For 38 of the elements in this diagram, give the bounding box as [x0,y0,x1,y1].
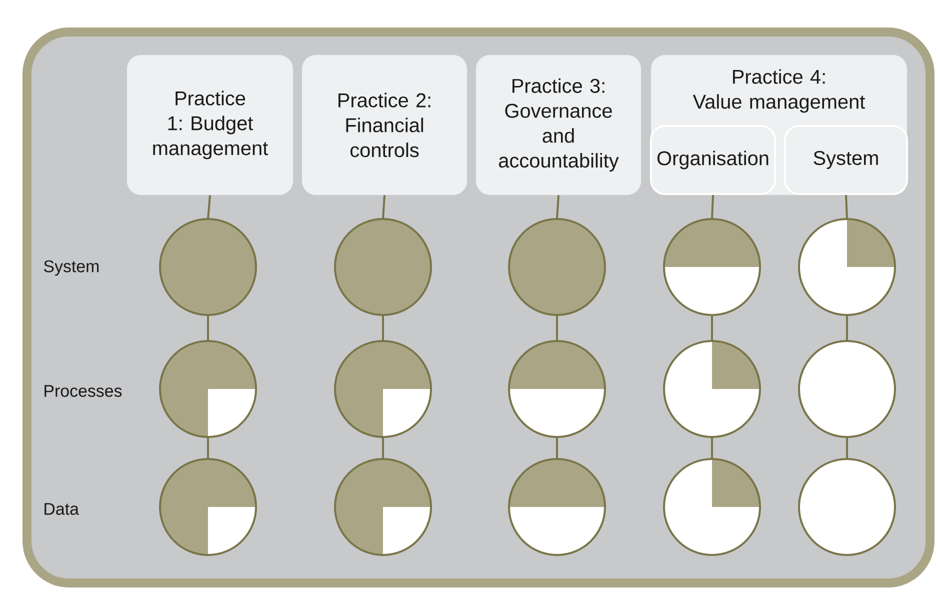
connector-line [382,315,384,341]
header-box: Practice 3: Governance and accountability [476,55,641,195]
header-box: System [784,124,908,195]
connector-line [556,195,560,219]
header-box: Organisation [650,124,776,195]
rating-circle [508,340,606,438]
connector-line [711,437,713,459]
connector-line [556,315,558,341]
connector-line [382,195,386,219]
connector-line [207,315,209,341]
rating-circle [663,458,761,556]
row-label: Processes [44,385,122,397]
header-box: Practice 2: Financial controls [302,55,467,195]
header-box: Practice 1: Budget management [127,55,293,195]
rating-circle [159,218,257,316]
rating-circle [798,458,896,556]
rating-circle [798,340,896,438]
connector-line [845,194,848,219]
connector-line [711,194,714,219]
connector-line [556,437,558,459]
connector-line [846,315,848,341]
row-label: System [44,260,99,276]
connector-line [846,437,848,459]
rating-circle [508,458,606,556]
connector-line [207,195,211,219]
connector-line [711,315,713,341]
rating-circle [508,218,606,316]
rating-circle [334,458,432,556]
rating-circle [159,458,257,556]
connector-line [382,437,384,459]
rating-circle [334,340,432,438]
rating-circle [159,340,257,438]
rating-circle [334,218,432,316]
rating-circle [798,218,896,316]
rating-circle [663,340,761,438]
rating-circle [663,218,761,316]
row-label: Data [44,503,79,515]
connector-line [207,437,209,459]
